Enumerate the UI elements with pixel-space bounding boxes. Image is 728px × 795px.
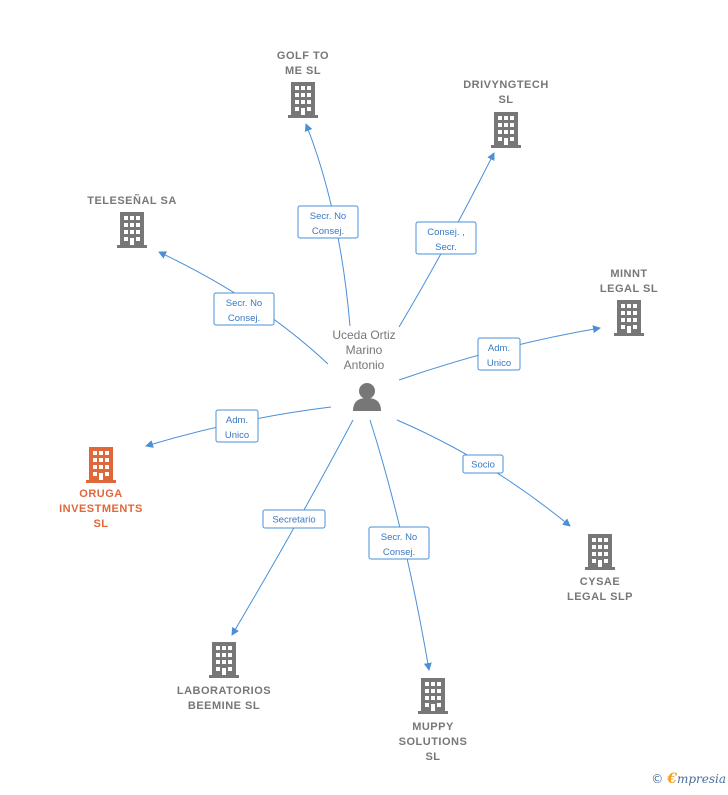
copyright-icon: ©	[651, 772, 664, 786]
company-node-golf[interactable]: GOLF TO ME SL	[277, 50, 329, 118]
company-name-line: SL	[425, 751, 440, 763]
company-node-drivyng[interactable]: DRIVYNGTECH SL	[463, 79, 549, 148]
relation-label-box	[262, 509, 326, 529]
company-node-telesenal[interactable]: TELESEÑAL SA	[87, 194, 177, 248]
company-node-minnt[interactable]: MINNT LEGAL SL	[600, 268, 658, 336]
building-icon	[117, 212, 147, 248]
relation-label: Adm.	[226, 415, 248, 426]
relation-label: Secr.	[435, 242, 457, 253]
relation-label: Consej.	[228, 313, 260, 324]
company-name-line: ORUGA	[79, 488, 122, 500]
relation-label: Secr. No	[226, 298, 262, 309]
building-icon	[418, 678, 448, 714]
brand-initial: €	[667, 771, 677, 787]
relation-muppy[interactable]: Secr. No Consej.	[368, 419, 432, 671]
company-name-line: TELESEÑAL SA	[87, 194, 177, 207]
relation-label: Secr. No	[310, 211, 346, 222]
relation-label: Consej.	[312, 226, 344, 237]
company-name-line: LEGAL SL	[600, 283, 658, 295]
company-name-line: SOLUTIONS	[399, 736, 468, 748]
company-node-oruga[interactable]: ORUGA INVESTMENTS SL	[59, 447, 143, 530]
relation-label: Secretario	[272, 515, 315, 526]
person-icon	[353, 383, 381, 411]
company-name-line: INVESTMENTS	[59, 503, 143, 515]
relation-oruga[interactable]: Adm. Unico	[145, 406, 332, 448]
brand-name: mpresia	[676, 772, 726, 786]
relation-label: Adm.	[488, 343, 510, 354]
building-icon	[491, 112, 521, 148]
relation-label-box	[415, 221, 477, 255]
footer-brand: ©€mpresia	[651, 771, 726, 787]
relation-drivyng[interactable]: Consej. , Secr.	[398, 152, 495, 328]
company-name-line: LEGAL SLP	[567, 591, 633, 603]
relation-labs[interactable]: Secretario	[231, 419, 354, 636]
person-name-line: Marino	[346, 343, 383, 357]
relation-golf[interactable]: Secr. No Consej.	[297, 123, 359, 327]
relation-label: Socio	[471, 460, 495, 471]
relation-cysae[interactable]: Socio	[396, 419, 571, 527]
relation-label-box	[215, 409, 259, 443]
relation-label: Unico	[225, 430, 249, 441]
company-node-labs[interactable]: LABORATORIOS BEEMINE SL	[177, 642, 271, 712]
building-icon	[288, 82, 318, 118]
relation-label: Consej. ,	[427, 227, 465, 238]
building-icon	[614, 300, 644, 336]
relation-label-box	[462, 454, 504, 474]
company-name-line: MUPPY	[412, 721, 454, 733]
relation-label: Consej.	[383, 547, 415, 558]
company-name-line: MINNT	[610, 268, 647, 280]
relation-label-box	[368, 526, 430, 560]
company-node-muppy[interactable]: MUPPY SOLUTIONS SL	[399, 678, 468, 763]
relation-label: Secr. No	[381, 532, 417, 543]
company-name-line: SL	[498, 94, 513, 106]
building-icon	[585, 534, 615, 570]
relation-label: Unico	[487, 358, 511, 369]
company-name-line: CYSAE	[580, 576, 620, 588]
company-name-line: LABORATORIOS	[177, 685, 271, 697]
relation-label-box	[213, 292, 275, 326]
company-name-line: BEEMINE SL	[188, 700, 260, 712]
relation-telesenal[interactable]: Secr. No Consej.	[158, 251, 329, 365]
company-name-line: SL	[93, 518, 108, 530]
building-icon	[209, 642, 239, 678]
relation-minnt[interactable]: Adm. Unico	[398, 325, 601, 381]
company-name-line: GOLF TO	[277, 50, 329, 62]
company-name-line: ME SL	[285, 65, 321, 77]
company-node-cysae[interactable]: CYSAE LEGAL SLP	[567, 534, 633, 603]
person-name-line: Uceda Ortiz	[332, 328, 395, 342]
company-name-line: DRIVYNGTECH	[463, 79, 549, 91]
person-name-line: Antonio	[344, 358, 385, 372]
building-icon	[86, 447, 116, 483]
relation-label-box	[297, 205, 359, 239]
relation-label-box	[477, 337, 521, 371]
